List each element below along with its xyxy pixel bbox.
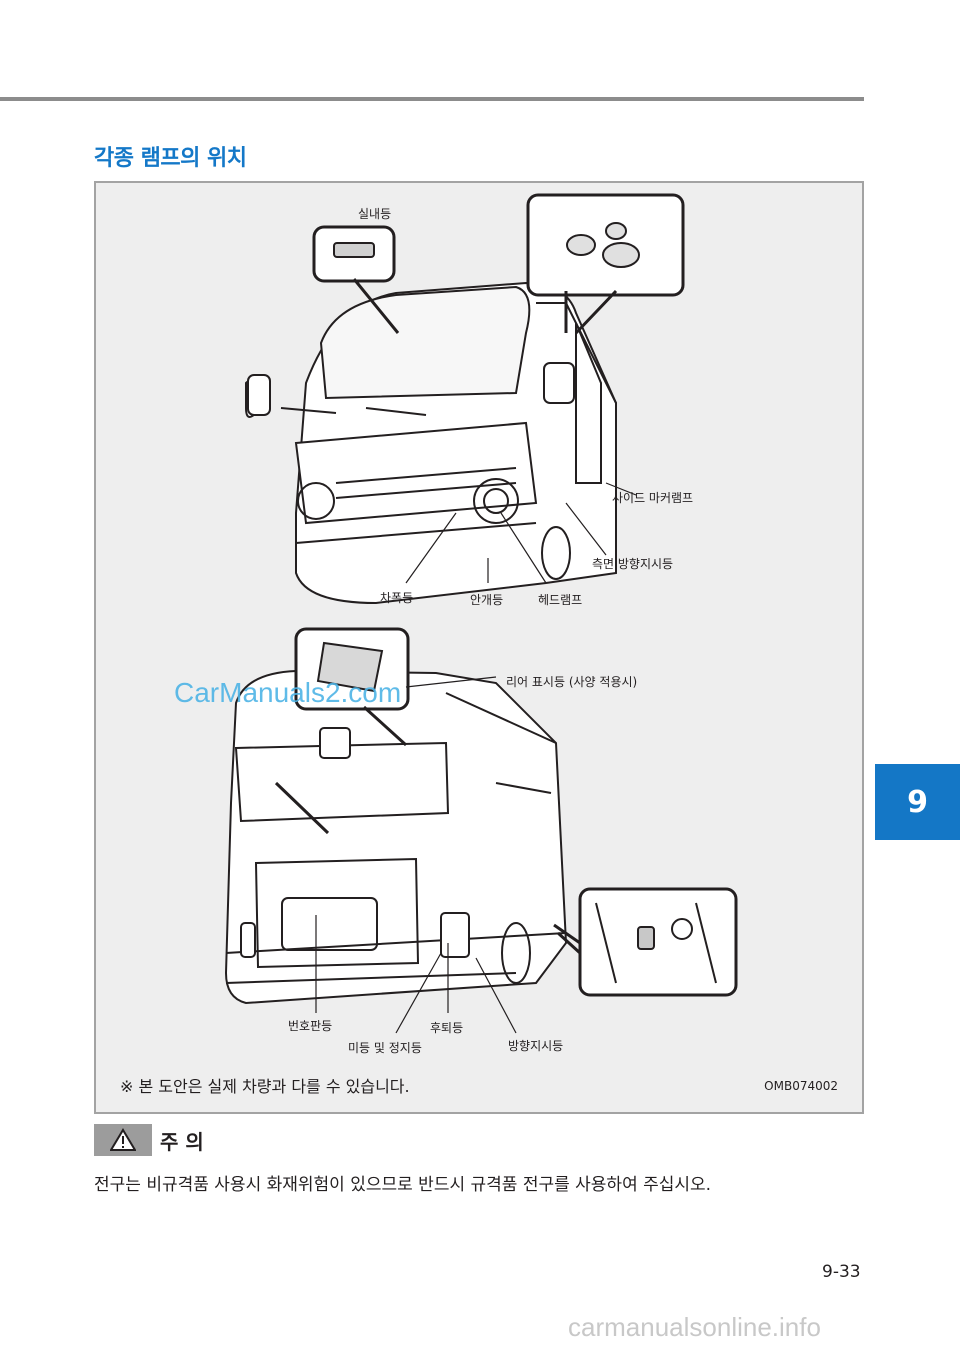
label-license-lamp: 번호판등: [288, 1019, 333, 1033]
label-side-marker: 사이드 마커램프: [612, 491, 694, 505]
bus-illustration: [224, 193, 738, 1034]
label-interior-lamp: 실내등: [358, 207, 392, 221]
caution-text: 전구는 비규격품 사용시 화재위험이 있으므로 반드시 규격품 전구를 사용하여…: [94, 1175, 712, 1195]
section-title: 각종 램프의 위치: [94, 146, 247, 171]
label-tail-stop: 미등 및 정지등: [348, 1041, 422, 1055]
label-turn-signal: 방향지시등: [508, 1039, 564, 1053]
label-rear-indicator: 리어 표시등 (사양 적용시): [506, 675, 638, 689]
figure-code: OMB074002: [764, 1079, 838, 1093]
label-reverse-lamp: 후퇴등: [430, 1021, 464, 1035]
caution-header: 주 의: [94, 1124, 204, 1156]
label-side-turn: 측면 방향지시등: [592, 557, 674, 571]
page-number: 9-33: [822, 1262, 861, 1282]
label-headlamp: 헤드램프: [538, 593, 583, 607]
figure-note: ※ 본 도안은 실제 차량과 다를 수 있습니다.: [120, 1077, 410, 1096]
top-rule: [0, 97, 864, 101]
label-fog-lamp: 안개등: [470, 593, 504, 607]
caution-title: 주 의: [160, 1129, 204, 1154]
lamp-figure: 실내등 사이드 마커램프 측면 방향지시등 차폭등 안개등 헤드램프 리어 표시…: [94, 181, 864, 1114]
footer-watermark: carmanualsonline.info: [568, 1312, 821, 1342]
watermark: CarManuals2.com: [174, 677, 402, 708]
chapter-tab: 9: [875, 764, 960, 840]
label-position-lamp: 차폭등: [380, 591, 414, 605]
warning-icon: [94, 1124, 152, 1156]
